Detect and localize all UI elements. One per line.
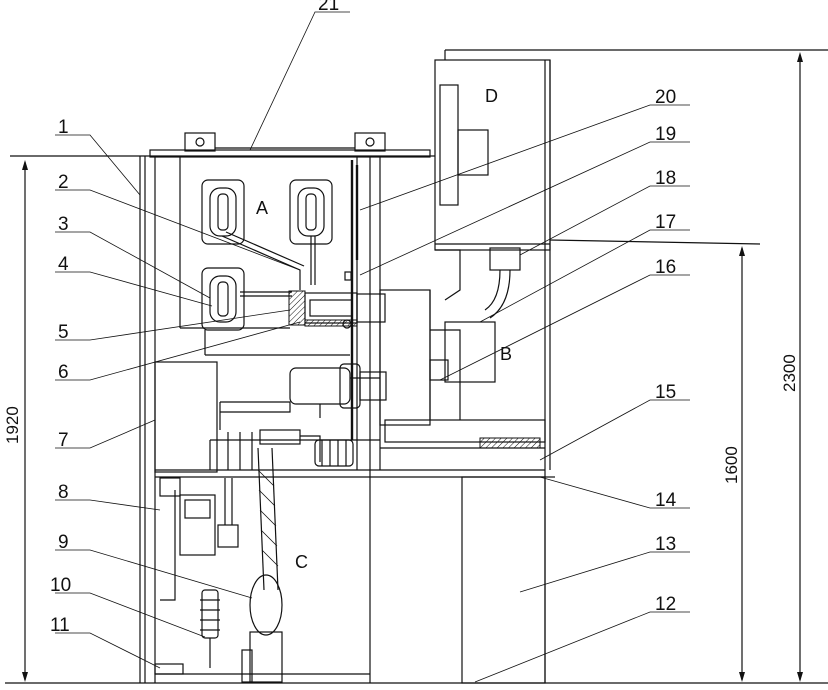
callout-9: 9 — [58, 532, 69, 553]
zone-label-c: C — [295, 552, 308, 572]
callout-14: 14 — [655, 490, 677, 511]
callout-19: 19 — [655, 124, 676, 145]
front-frame — [139, 156, 156, 683]
zone-label-d: D — [485, 86, 498, 106]
callout-15: 15 — [655, 382, 676, 403]
callout-labels: 1 2 3 4 5 6 7 8 9 10 11 12 13 14 15 16 1… — [50, 0, 677, 636]
rear-compartment-d — [434, 49, 828, 684]
callout-2: 2 — [58, 172, 69, 193]
callout-1: 1 — [58, 117, 69, 138]
circuit-breaker-compartment-b — [379, 289, 546, 449]
dimension-1600: 1600 — [722, 446, 741, 484]
contact-spout — [288, 290, 386, 329]
callout-3: 3 — [58, 214, 69, 235]
surge-arrester — [201, 589, 219, 639]
dimension-2300: 2300 — [780, 354, 799, 392]
callout-17: 17 — [655, 212, 676, 233]
callout-4: 4 — [58, 254, 69, 275]
zone-label-a: A — [256, 198, 268, 218]
callout-7: 7 — [58, 430, 69, 451]
callout-5: 5 — [58, 322, 69, 343]
callout-21: 21 — [318, 0, 339, 15]
dimension-1920: 1920 — [3, 406, 22, 444]
dimension-lines — [22, 52, 803, 682]
callout-6: 6 — [58, 362, 69, 383]
earthing-switch — [159, 477, 181, 497]
callout-16: 16 — [655, 257, 676, 278]
zone-label-b: B — [500, 344, 512, 364]
callout-18: 18 — [655, 168, 676, 189]
cable-compartment-c — [154, 361, 545, 683]
secondary-box — [154, 361, 218, 473]
busbar-compartment-a — [179, 157, 350, 356]
callout-12: 12 — [655, 594, 676, 615]
callout-20: 20 — [655, 87, 676, 108]
callout-10: 10 — [50, 575, 71, 596]
leader-lines — [55, 11, 690, 683]
roof-plate — [149, 149, 431, 158]
callout-13: 13 — [655, 534, 676, 555]
callout-8: 8 — [58, 482, 69, 503]
callout-11: 11 — [50, 615, 70, 636]
pressure-relief-flap — [184, 132, 386, 152]
circuit-breaker-truck — [219, 363, 387, 430]
